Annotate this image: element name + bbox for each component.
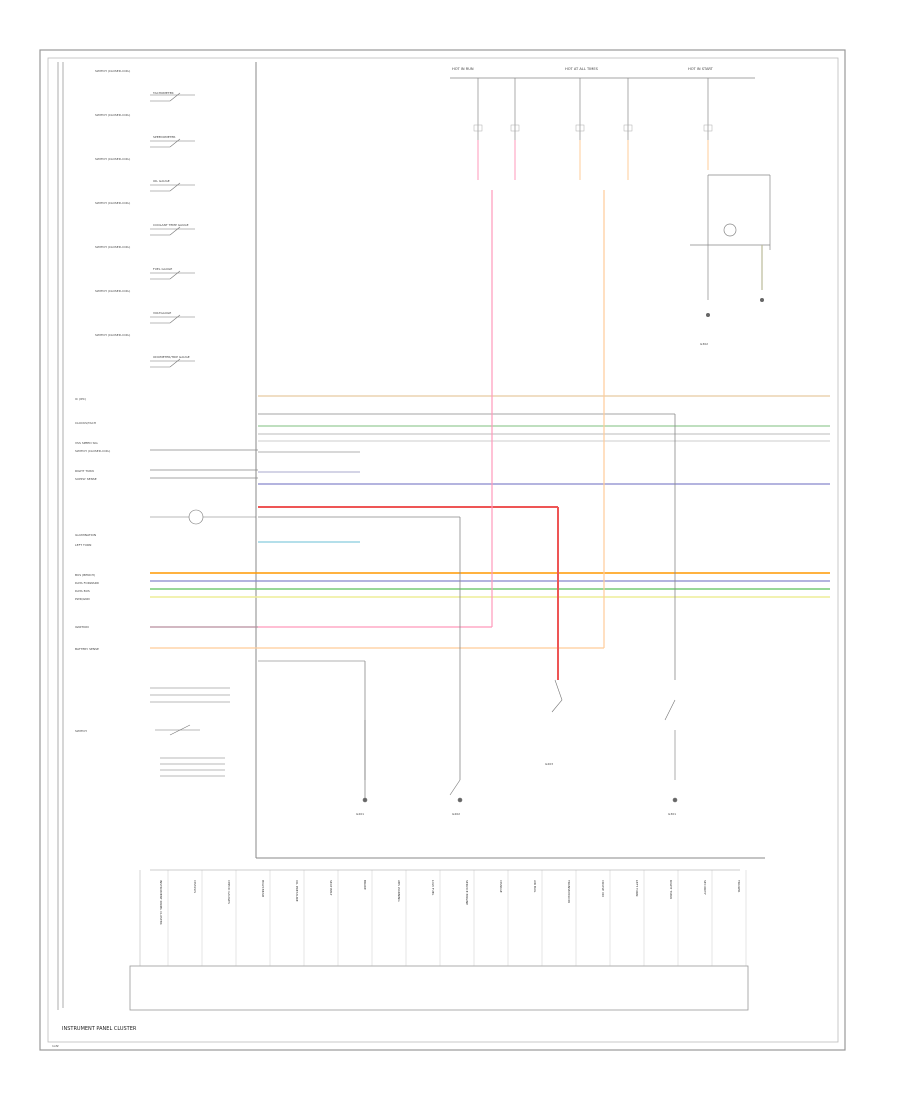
left-switch-symbols [150, 92, 256, 777]
connector-label: ILLUMINATION [75, 533, 96, 537]
bottom-column-label: OIL PRESSURE [295, 880, 299, 902]
bottom-column-label: BRAKE [363, 880, 367, 890]
connector-label: BUS (BENCH) [75, 573, 95, 577]
left-label: SWITCH (CLOSED-COIL) [95, 245, 130, 249]
bottom-column-label: AIR BAG [533, 880, 537, 893]
outer-frame [39, 49, 846, 1051]
bottom-column-label: CHECK GAUGES [227, 880, 231, 904]
connector-label: DATA FORWARD [75, 581, 100, 585]
fuse-label-3: HOT IN START [688, 67, 714, 71]
ground-label: G302 [700, 342, 708, 346]
ground-label: G203 [545, 762, 553, 766]
connector-label: RIGHT TURN [75, 469, 94, 473]
bottom-column-label: HIGH BEAM [261, 880, 265, 898]
left-label: SWITCH (CLOSED-COIL) [95, 333, 130, 337]
ground-label: G202 [452, 812, 460, 816]
left-label: ODOMETER/TRIP GAUGE [153, 355, 190, 359]
left-component-labels: SWITCH (CLOSED-COIL) TACHOMETER SWITCH (CL… [95, 69, 190, 359]
inner-frame [47, 57, 839, 1043]
left-label: SWITCH (CLOSED-COIL) [95, 157, 130, 161]
connector-label: CLOCKS/TACH [75, 421, 96, 425]
left-label: FUEL GAUGE [153, 267, 172, 271]
connector-label: IGNITION [75, 625, 89, 629]
bottom-column-label: LOW FUEL [431, 880, 435, 896]
bottom-column-label: CRUISE ON [601, 880, 605, 897]
fuse-label-2: HOT AT ALL TIMES [565, 67, 599, 71]
connector-label: VSS SPEED SIG [75, 441, 98, 445]
bottom-connector [129, 869, 749, 1011]
bottom-column-label: CHASSIS [193, 880, 197, 893]
connector-label: SWITCH [75, 729, 87, 733]
ground-label: G301 [668, 812, 676, 816]
bottom-column-label: LEFT TURN [635, 880, 639, 896]
connector-label: PWR/GND [75, 597, 90, 601]
lower-components [362, 679, 678, 803]
fuse-label-1: HOT IN RUN [452, 67, 474, 71]
bottom-column-label: INSTRUMENT PANEL CLUSTER [159, 880, 163, 925]
left-label: SWITCH (CLOSED-COIL) [95, 201, 130, 205]
left-label: COOLANT TEMP GAUGE [153, 223, 189, 227]
connector-label: LEFT TURN [75, 543, 91, 547]
footer-title: INSTRUMENT PANEL CLUSTER [62, 1026, 137, 1032]
horizontal-wires [150, 395, 830, 662]
left-label: VOLTGAUGE [153, 311, 171, 315]
left-label: SWITCH (CLOSED-COIL) [95, 289, 130, 293]
bottom-column-label: RIGHT TURN [669, 880, 673, 899]
connector-label: SWITCH (CLOSED-COIL) [75, 449, 110, 453]
bottom-column-label: TRAILER [737, 879, 741, 892]
connector-labels: IC (IPC) CLOCKS/TACH VSS SPEED SIG SWITCH (… [75, 397, 110, 733]
left-label: SWITCH (CLOSED-COIL) [95, 69, 130, 73]
left-label: TACHOMETER [152, 91, 174, 95]
ground-label: G201 [356, 812, 364, 816]
connector-label: BATTERY SENSE [75, 647, 99, 651]
footer-code: 1of2 [52, 1044, 59, 1048]
left-label: OIL GAUGE [153, 179, 170, 183]
bottom-column-label: SECURITY [703, 880, 707, 895]
connector-label: SUPPLY SENSE [75, 477, 97, 481]
connector-label: DATA BUS [75, 589, 90, 593]
connector-label: IC (IPC) [75, 397, 86, 401]
vertical-wires [364, 140, 709, 800]
bottom-column-label: SERVICE ENGINE [465, 880, 469, 905]
left-label: SPEEDOMETER [153, 135, 175, 139]
bottom-column-label: ABS WARNING [397, 880, 401, 902]
fuse-block: HOT IN RUN HOT AT ALL TIMES HOT IN START [450, 67, 771, 317]
bottom-column-labels: INSTRUMENT PANEL CLUSTER CHASSIS CHECK GAU… [159, 870, 747, 966]
bottom-column-label: CHARGE [499, 880, 503, 893]
bottom-column-label: SEAT BELT [329, 880, 333, 896]
left-label: SWITCH (CLOSED-COIL) [95, 113, 130, 117]
bottom-column-label: TRANSMISSION [567, 879, 571, 903]
